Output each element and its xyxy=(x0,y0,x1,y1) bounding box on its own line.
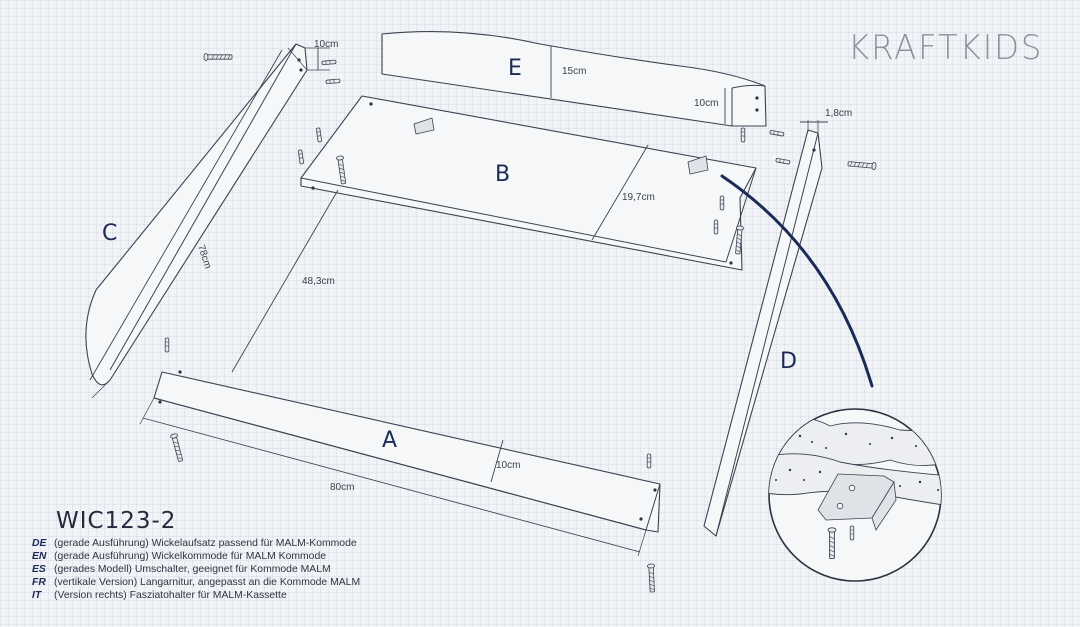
lang-text: (gerade Ausführung) Wickelaufsatz passen… xyxy=(54,538,357,549)
lang-code: IT xyxy=(32,590,42,601)
kraftkids-logo: KRAFTKIDS xyxy=(848,28,1044,68)
model-number: WIC123-2 xyxy=(56,508,177,534)
dim-e-height: 15cm xyxy=(562,66,586,77)
dim-b-depth: 19,7cm xyxy=(622,192,655,203)
label-part-a: A xyxy=(382,428,397,453)
part-d-side-board xyxy=(703,129,823,537)
lang-code: EN xyxy=(32,551,47,562)
dim-gap: 48,3cm xyxy=(302,276,335,287)
dim-c-thickness: 10cm xyxy=(314,39,338,50)
lang-text: (vertikale Version) Langarnitur, angepas… xyxy=(54,577,361,588)
detail-callout-arc xyxy=(720,174,874,388)
lang-row-it: IT (Version rechts) Fasziatohalter für M… xyxy=(32,589,360,602)
dim-a-height: 10cm xyxy=(496,460,520,471)
lang-text: (Version rechts) Fasziatohalter für MALM… xyxy=(54,590,287,601)
part-e-back-board xyxy=(381,30,767,127)
bracket-detail-view xyxy=(768,408,942,582)
dimension-lines xyxy=(89,46,828,557)
lang-text: (gerade Ausführung) Wickelkommode für MA… xyxy=(54,551,326,562)
part-c-side-board xyxy=(85,43,308,386)
lang-row-fr: FR (vertikale Version) Langarnitur, ange… xyxy=(32,576,360,589)
lang-row-en: EN (gerade Ausführung) Wickelkommode für… xyxy=(32,550,360,563)
label-part-e: E xyxy=(508,56,522,81)
dim-c-length: 78cm xyxy=(195,244,213,271)
dim-a-length: 80cm xyxy=(330,482,354,493)
part-d-screws xyxy=(769,129,877,171)
lang-row-de: DE (gerade Ausführung) Wickelaufsatz pas… xyxy=(32,537,360,550)
part-a-front-board xyxy=(153,370,661,533)
label-part-c: C xyxy=(102,221,117,246)
part-b-shelf xyxy=(300,95,757,271)
dim-e-end: 10cm xyxy=(694,98,718,109)
label-part-d: D xyxy=(780,349,797,374)
lang-code: DE xyxy=(32,538,47,549)
lang-code: FR xyxy=(32,577,46,588)
dim-d-thickness: 1,8cm xyxy=(825,108,852,119)
label-part-b: B xyxy=(495,162,510,187)
lang-row-es: ES (gerades Modell) Umschalter, geeignet… xyxy=(32,563,360,576)
lang-code: ES xyxy=(32,564,46,575)
lang-text: (gerades Modell) Umschalter, geeignet fü… xyxy=(54,564,331,575)
language-descriptions: DE (gerade Ausführung) Wickelaufsatz pas… xyxy=(32,537,360,602)
